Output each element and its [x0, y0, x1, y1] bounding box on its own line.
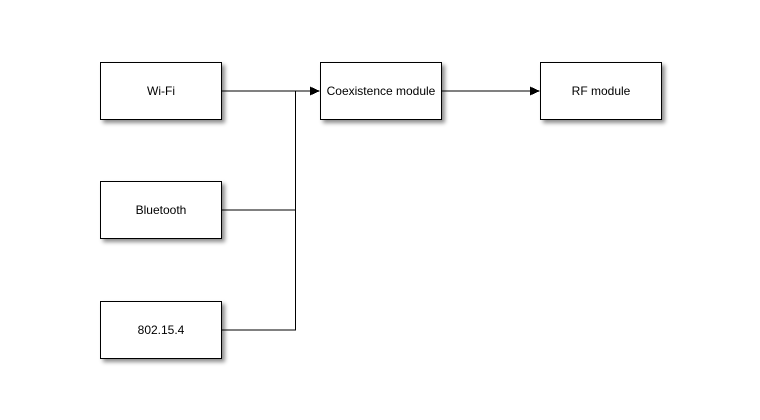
arrowhead-into-rf [530, 86, 540, 96]
zigbee-802-15-4-block-label: 802.15.4 [137, 323, 185, 337]
bluetooth-block: Bluetooth [100, 181, 222, 239]
coexistence-module-block-label: Coexistence module [326, 84, 436, 98]
rf-module-block: RF module [540, 62, 662, 120]
arrowhead-into-coexistence [310, 86, 320, 96]
wifi-block-label: Wi-Fi [147, 84, 175, 98]
rf-module-block-label: RF module [571, 84, 631, 98]
coexistence-module-block: Coexistence module [320, 62, 442, 120]
zigbee-802-15-4-block: 802.15.4 [100, 301, 222, 359]
wifi-block: Wi-Fi [100, 62, 222, 120]
bluetooth-block-label: Bluetooth [135, 203, 187, 217]
